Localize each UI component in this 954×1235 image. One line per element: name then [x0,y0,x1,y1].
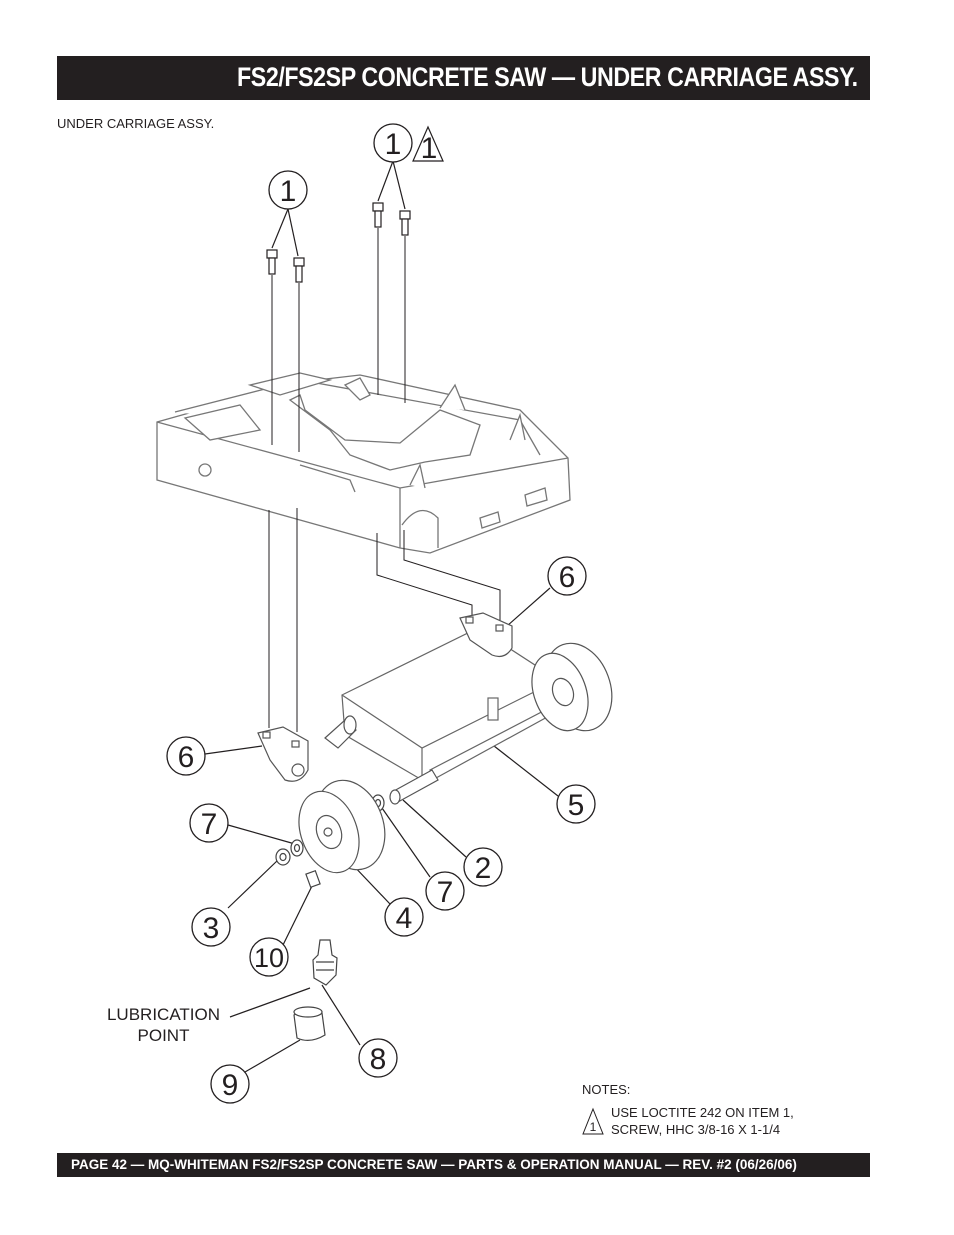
notes-heading: NOTES: [582,1082,631,1097]
callout-4: 4 [396,902,413,935]
frame-assembly [156,372,571,554]
page-title-bar: FS2/FS2SP CONCRETE SAW — UNDER CARRIAGE … [57,56,870,100]
callout-circles [166,123,596,1104]
callout-7-left: 7 [201,808,218,841]
left-wheel [298,779,386,874]
callout-6-right: 6 [559,561,576,594]
washers [290,794,385,857]
note-triangle-icon [582,1107,604,1135]
callout-9: 9 [222,1069,239,1102]
lubrication-label-line1: LUBRICATION [106,1005,221,1024]
axle-pin [389,769,439,805]
pillow-block-right [459,612,513,658]
grease-cap [293,1006,326,1041]
bolts-top [372,202,411,236]
page-footer-text: PAGE 42 — MQ-WHITEMAN FS2/FS2SP CONCRETE… [71,1157,797,1172]
pillow-block-left [257,726,309,782]
lock-nut [275,848,291,866]
warning-mark-1: 1 [421,132,438,165]
page-footer-bar: PAGE 42 — MQ-WHITEMAN FS2/FS2SP CONCRETE… [57,1153,870,1177]
stub-axle-left [324,715,357,749]
callout-2: 2 [475,852,492,885]
set-screw [305,869,321,889]
warning-triangle-icon [412,125,444,162]
callout-3: 3 [203,912,220,945]
lubrication-point-label: LUBRICATION POINT [96,1004,231,1046]
callout-6-left: 6 [178,741,195,774]
page-title: FS2/FS2SP CONCRETE SAW — UNDER CARRIAGE … [237,62,858,92]
lubrication-label-line2: POINT [137,1026,190,1045]
note-line-1: USE LOCTITE 242 ON ITEM 1, [611,1105,794,1120]
right-wheel [531,642,613,732]
note-mark-1: 1 [590,1120,597,1134]
note-line-2: SCREW, HHC 3/8-16 X 1-1/4 [611,1122,781,1137]
callout-5: 5 [568,789,585,822]
callout-7-right: 7 [437,876,454,909]
bolts-left [266,249,305,283]
bolt-guide-lines [268,228,501,732]
callout-8: 8 [370,1043,387,1076]
callout-10: 10 [254,943,284,973]
leader-lines [204,160,559,1073]
grease-fitting [312,939,338,986]
diagram-subtitle: UNDER CARRIAGE ASSY. [57,116,215,131]
callout-1-top: 1 [385,128,402,161]
callout-1-left: 1 [280,175,297,208]
axle-plate [341,627,561,781]
